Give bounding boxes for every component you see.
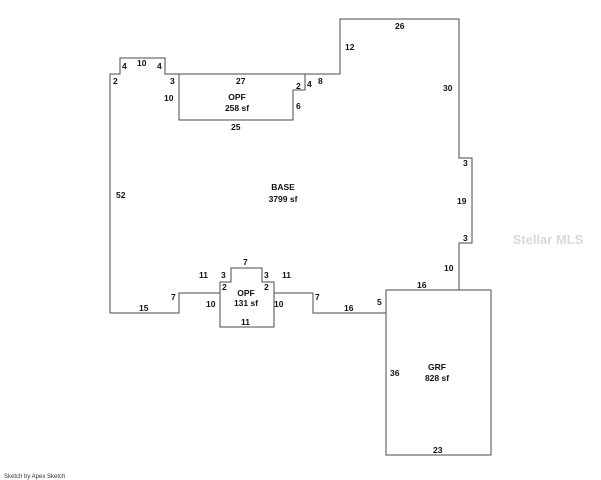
dimension-label: 2 bbox=[222, 282, 227, 292]
dimension-label: 27 bbox=[236, 76, 246, 86]
dimension-label: 10 bbox=[164, 93, 174, 103]
dimension-label: 15 bbox=[139, 303, 149, 313]
grf-area-name: GRF bbox=[428, 362, 446, 372]
dimension-label: 5 bbox=[377, 297, 382, 307]
dimension-label: 36 bbox=[390, 368, 400, 378]
opf-top-area-name: OPF bbox=[228, 92, 245, 102]
dimension-label: 7 bbox=[315, 292, 320, 302]
dimension-label: 3 bbox=[221, 270, 226, 280]
dimension-label: 52 bbox=[116, 190, 126, 200]
dimension-label: 4 bbox=[307, 79, 312, 89]
dimension-label: 6 bbox=[296, 101, 301, 111]
dimension-label: 16 bbox=[417, 280, 427, 290]
base-area-name: BASE bbox=[271, 182, 295, 192]
dimension-label: 7 bbox=[171, 292, 176, 302]
opf-top-outline bbox=[178, 74, 306, 121]
dimension-label: 10 bbox=[206, 299, 216, 309]
opf-bottom-area-name: OPF bbox=[237, 288, 254, 298]
dimension-label: 3 bbox=[264, 270, 269, 280]
dimension-label: 4 bbox=[122, 61, 127, 71]
dimension-label: 8 bbox=[318, 76, 323, 86]
base-outline bbox=[109, 18, 473, 314]
footer-credit: Sketch by Apex Sketch bbox=[4, 474, 65, 480]
dimension-label: 12 bbox=[345, 42, 355, 52]
dimension-label: 4 bbox=[157, 61, 162, 71]
dimension-label: 10 bbox=[137, 58, 147, 68]
dimension-label: 19 bbox=[457, 196, 467, 206]
dimension-label: 11 bbox=[199, 270, 208, 280]
dimension-label: 26 bbox=[395, 21, 405, 31]
dimension-label: 10 bbox=[444, 263, 454, 273]
dimension-label: 7 bbox=[243, 257, 248, 267]
dimension-label: 30 bbox=[443, 83, 453, 93]
dimension-label: 10 bbox=[274, 299, 284, 309]
opf-bottom-outline bbox=[219, 293, 275, 328]
dimension-label: 3 bbox=[463, 158, 468, 168]
watermark-logo: Stellar MLS bbox=[513, 232, 584, 247]
base-area-size: 3799 sf bbox=[269, 194, 298, 204]
dimension-label: 2 bbox=[264, 282, 269, 292]
dimension-label: 3 bbox=[463, 233, 468, 243]
dimension-label: 23 bbox=[433, 445, 443, 455]
dimension-label: 11 bbox=[282, 270, 291, 280]
dimension-label: 3 bbox=[170, 76, 175, 86]
dimension-label: 2 bbox=[296, 81, 301, 91]
opf-top-area-size: 258 sf bbox=[225, 103, 249, 113]
opf-bottom-area-size: 131 sf bbox=[234, 298, 258, 308]
grf-outline bbox=[385, 289, 492, 456]
dimension-label: 25 bbox=[231, 122, 241, 132]
dimension-label: 16 bbox=[344, 303, 354, 313]
dimension-label: 11 bbox=[241, 317, 250, 327]
dimension-label: 2 bbox=[113, 76, 118, 86]
grf-area-size: 828 sf bbox=[425, 373, 449, 383]
